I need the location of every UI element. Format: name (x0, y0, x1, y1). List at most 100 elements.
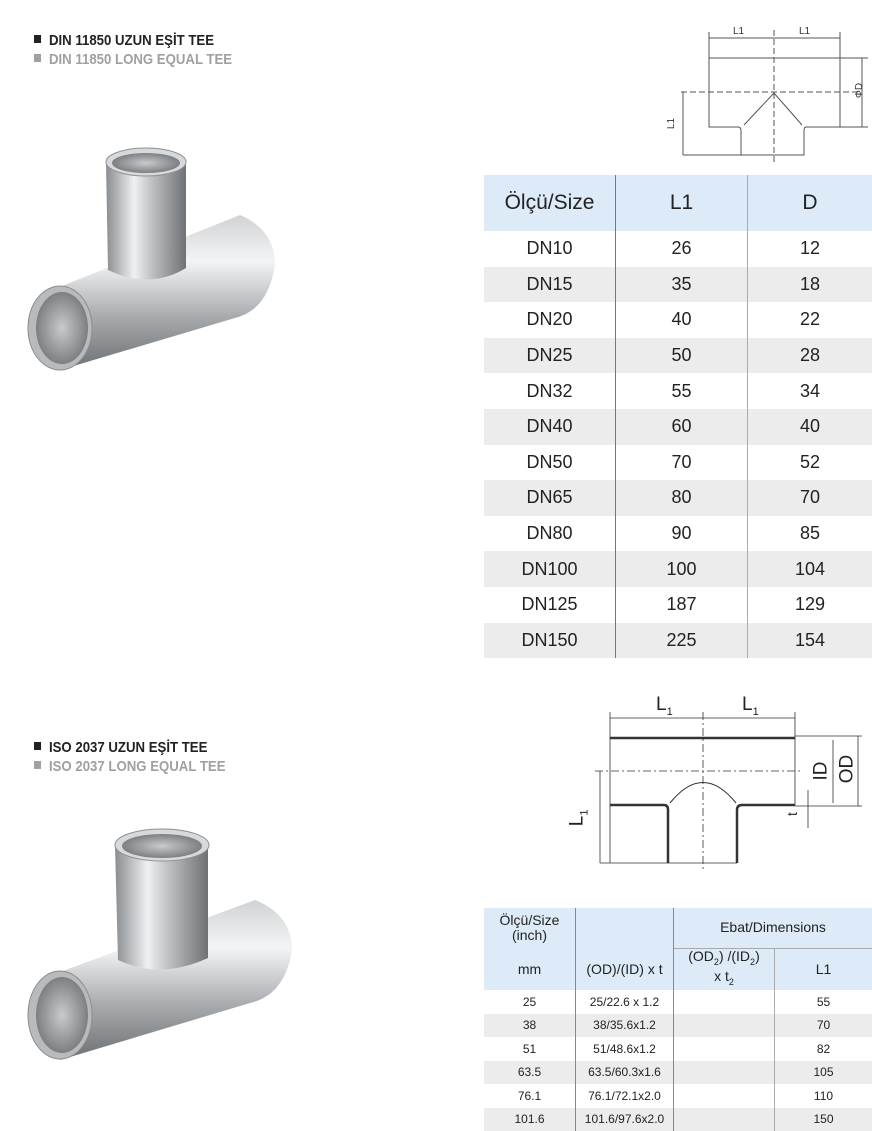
cell-l1: 55 (616, 373, 748, 409)
dim-label-l1-vertical: L1 (666, 118, 677, 129)
header-dimensions: Ebat/Dimensions (674, 908, 872, 948)
cell-d: 22 (748, 302, 872, 338)
tee-diagram-2 (595, 712, 862, 872)
cell-l1: 70 (775, 1014, 872, 1038)
cell-mm: 51 (484, 1037, 576, 1061)
dim-label-od: OD (836, 755, 858, 784)
cell-d: 104 (748, 551, 872, 587)
cell-size: DN32 (484, 373, 616, 409)
cell-od-id-t: 76.1/72.1x2.0 (576, 1084, 674, 1108)
cell-size: DN100 (484, 551, 616, 587)
cell-d: 34 (748, 373, 872, 409)
cell-od-id-t: 38/35.6x1.2 (576, 1014, 674, 1038)
h-part: ) (755, 948, 760, 964)
tee-photo-1 (28, 148, 275, 370)
dim-label-t: t (784, 812, 800, 816)
cell-od2-id2-t2 (674, 1108, 775, 1131)
cell-mm: 101.6 (484, 1108, 576, 1131)
cell-size: DN125 (484, 587, 616, 623)
cell-l1: 35 (616, 267, 748, 303)
tee-photo-2 (28, 829, 292, 1060)
label-subscript: 1 (667, 706, 673, 718)
cell-l1: 105 (775, 1061, 872, 1085)
h-part: (OD (688, 948, 714, 964)
cell-od2-id2-t2 (674, 1014, 775, 1038)
header-size: Ölçü/Size (484, 175, 616, 231)
header-od2-id2-t2: (OD2) /(ID2) x t2 (674, 948, 775, 990)
dim-label-l1-vertical: L1 (566, 810, 590, 827)
cell-d: 12 (748, 231, 872, 267)
cell-od2-id2-t2 (674, 1037, 775, 1061)
cell-size: DN80 (484, 516, 616, 552)
cell-size: DN10 (484, 231, 616, 267)
dim-label-diameter: ΦD (854, 83, 865, 98)
cell-d: 52 (748, 445, 872, 481)
label-text: L (566, 816, 587, 827)
cell-od-id-t: 51/48.6x1.2 (576, 1037, 674, 1061)
cell-d: 154 (748, 623, 872, 659)
cell-size: DN65 (484, 480, 616, 516)
cell-l1: 60 (616, 409, 748, 445)
dim-label-id: ID (811, 762, 833, 781)
cell-l1: 187 (616, 587, 748, 623)
header-size-inch: Ölçü/Size (inch) (484, 908, 576, 948)
dim-label-l1-left: L1 (656, 694, 673, 718)
header-empty (576, 908, 674, 948)
cell-l1: 40 (616, 302, 748, 338)
label-subscript: 1 (753, 706, 759, 718)
header-d: D (748, 175, 872, 231)
cell-l1: 55 (775, 990, 872, 1014)
cell-l1: 225 (616, 623, 748, 659)
cell-od2-id2-t2 (674, 1084, 775, 1108)
label-subscript: 1 (578, 810, 590, 816)
cell-od-id-t: 101.6/97.6x2.0 (576, 1108, 674, 1131)
cell-d: 85 (748, 516, 872, 552)
cell-l1: 70 (616, 445, 748, 481)
dim-label-l1-right: L1 (742, 694, 759, 718)
header-od-id-t: (OD)/(ID) x t (576, 948, 674, 990)
cell-l1: 110 (775, 1084, 872, 1108)
cell-od-id-t: 25/22.6 x 1.2 (576, 990, 674, 1014)
cell-l1: 82 (775, 1037, 872, 1061)
h-sub: 2 (729, 977, 734, 987)
cell-l1: 26 (616, 231, 748, 267)
header-l1: L1 (775, 948, 872, 990)
header-mm: mm (484, 948, 576, 990)
cell-d: 28 (748, 338, 872, 374)
cell-size: DN15 (484, 267, 616, 303)
cell-d: 129 (748, 587, 872, 623)
h-part: ) /(ID (719, 948, 750, 964)
cell-size: DN50 (484, 445, 616, 481)
dim-label-l1-left: L1 (733, 26, 744, 37)
cell-size: DN40 (484, 409, 616, 445)
cell-l1: 90 (616, 516, 748, 552)
cell-size: DN150 (484, 623, 616, 659)
cell-size: DN20 (484, 302, 616, 338)
tee-diagram-1 (681, 30, 868, 165)
label-text: L (742, 694, 753, 715)
cell-size: DN25 (484, 338, 616, 374)
cell-mm: 63.5 (484, 1061, 576, 1085)
cell-mm: 76.1 (484, 1084, 576, 1108)
iso-2037-size-table: Ölçü/Size (inch) Ebat/Dimensions mm (OD)… (484, 908, 872, 1131)
cell-od-id-t: 63.5/60.3x1.6 (576, 1061, 674, 1085)
cell-l1: 80 (616, 480, 748, 516)
